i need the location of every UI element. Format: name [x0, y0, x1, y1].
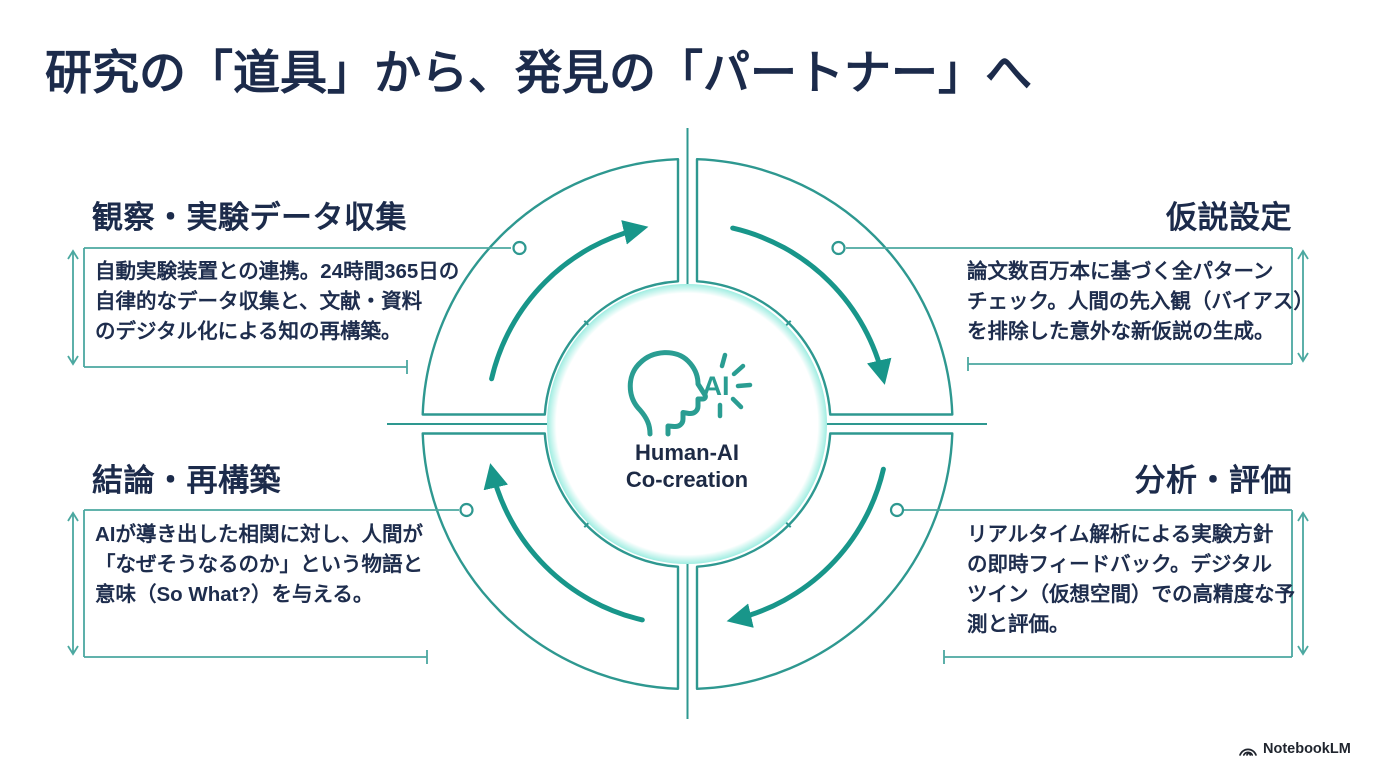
spark-ray-e-icon	[735, 382, 753, 389]
observation-line-2: 自律的なデータ収集と、文献・資料	[95, 290, 423, 313]
conclusion-line-1: AIが導き出した相関に対し、人間が	[95, 523, 423, 546]
section-heading-analysis: 分析・評価	[1134, 463, 1292, 498]
section-heading-hypothesis: 仮説設定	[1166, 200, 1292, 235]
observation-line-3: のデジタル化による知の再構築。	[95, 320, 402, 343]
human-head-ai-spark-icon: AI	[627, 350, 753, 437]
bracket-bottom-rule-tr	[967, 357, 1292, 371]
center-caption: Human-AI Co-creation	[626, 439, 748, 493]
analysis-line-1: リアルタイム解析による実験方針	[967, 523, 1274, 546]
section-heading-conclusion: 結論・再構築	[92, 463, 281, 498]
analysis-line-4: 測と評価。	[967, 613, 1070, 636]
connector-dot-bl	[459, 502, 474, 518]
footer-brand-text: NotebookLM	[1263, 741, 1351, 757]
head-profile-icon	[627, 350, 708, 437]
section-analysis-heading-wrap: 分析・評価	[1135, 455, 1293, 500]
spark-ray-ne-icon	[731, 363, 746, 377]
center-caption-line1: Human-AI	[635, 440, 739, 465]
quadrant-segment-top-right	[695, 158, 954, 416]
section-analysis-body: リアルタイム解析による実験方針 の即時フィードバック。デジタル ツイン（仮想空間…	[967, 520, 1312, 640]
section-heading-observation: 観察・実験データ収集	[92, 200, 407, 235]
section-observation-body: 自動実験装置との連携。24時間365日の 自律的なデータ収集と、文献・資料 のデ…	[95, 257, 475, 347]
notebooklm-logo-icon	[1239, 748, 1257, 756]
extent-arrow-tl	[67, 249, 79, 366]
ai-label: AI	[703, 371, 730, 401]
quadrant-segment-bottom-right	[695, 432, 954, 690]
center-caption-line2: Co-creation	[625, 467, 749, 492]
section-hypothesis-body: 論文数百万本に基づく全パターン チェック。人間の先入観（バイアス） を排除した意…	[967, 257, 1314, 347]
connector-dot-br	[889, 502, 905, 518]
section-conclusion-heading-wrap: 結論・再構築	[92, 455, 281, 500]
quadrant-segment-top-left	[421, 158, 680, 416]
cycle-arrow-bottom-right	[726, 466, 886, 628]
hypothesis-line-2: チェック。人間の先入観（バイアス）	[967, 290, 1314, 313]
analysis-line-2: の即時フィードバック。デジタル	[967, 553, 1273, 576]
center-glow-ring	[547, 284, 827, 564]
connector-dot-tr	[831, 240, 846, 256]
conclusion-line-2: 「なぜそうなるのか」という物語と	[95, 553, 423, 576]
observation-line-1: 自動実験装置との連携。24時間365日の	[95, 260, 460, 283]
extent-arrow-br	[1297, 511, 1309, 656]
spark-ray-se-icon	[730, 396, 744, 410]
bracket-bottom-rule-bl	[84, 650, 428, 664]
conclusion-line-3: 意味（So What?）を与える。	[95, 583, 374, 606]
connector-dot-tl	[512, 240, 527, 256]
analysis-line-3: ツイン（仮想空間）での高精度な予	[967, 583, 1295, 606]
quadrant-segment-bottom-left	[421, 432, 680, 690]
hypothesis-line-3: を排除した意外な新仮説の生成。	[967, 320, 1275, 343]
hypothesis-line-1: 論文数百万本に基づく全パターン	[967, 260, 1274, 283]
cycle-arrow-top-left	[489, 220, 649, 382]
spark-ray-n-icon	[719, 352, 728, 369]
center-label-group: AI Human-AI Co-creation	[567, 336, 807, 516]
bracket-bottom-rule-tl	[84, 360, 408, 374]
footer-brand: NotebookLM	[1238, 741, 1351, 757]
extent-arrow-tr	[1297, 249, 1309, 363]
extent-arrow-bl	[67, 511, 79, 656]
section-conclusion-body: AIが導き出した相関に対し、人間が 「なぜそうなるのか」という物語と 意味（So…	[95, 520, 475, 610]
section-hypothesis-heading-wrap: 仮説設定	[1166, 192, 1292, 237]
page-title: 研究の「道具」から、発見の「パートナー」へ	[45, 46, 1032, 99]
bracket-bottom-rule-br	[943, 650, 1292, 664]
section-observation-heading-wrap: 観察・実験データ収集	[92, 192, 407, 237]
cycle-arrow-bottom-left	[483, 463, 645, 623]
cycle-arrow-top-right	[730, 225, 892, 385]
